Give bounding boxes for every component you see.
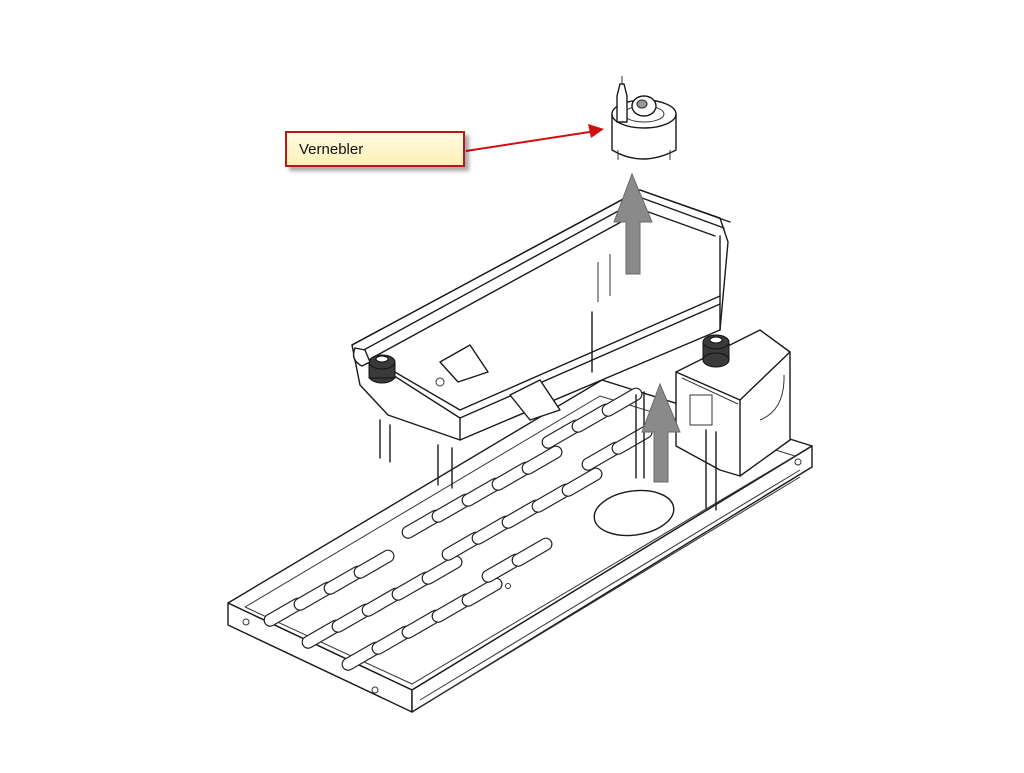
- tray-slot: [511, 537, 553, 567]
- pump-housing: [635, 329, 791, 511]
- tray-oval-opening: [593, 489, 675, 537]
- tray-slots: [263, 387, 653, 671]
- callout-label-text: Vernebler: [299, 140, 364, 158]
- reservoir-knob-left: [352, 347, 396, 384]
- nebulizer-part: [611, 76, 677, 160]
- callout-pointer-arrow: [465, 124, 604, 152]
- tray-slot: [353, 549, 395, 579]
- lift-arrow-reservoir: [641, 382, 681, 483]
- tray-slot: [561, 467, 603, 497]
- tray-vent-slots: [419, 469, 801, 708]
- pump-knob: [702, 334, 730, 368]
- callout-label-box: Vernebler: [285, 131, 465, 167]
- tray-slot: [521, 445, 563, 475]
- tray-slot: [421, 555, 463, 585]
- lift-arrow-nebulizer: [613, 172, 653, 275]
- tray-slot: [601, 387, 643, 417]
- tray-slot: [461, 577, 503, 607]
